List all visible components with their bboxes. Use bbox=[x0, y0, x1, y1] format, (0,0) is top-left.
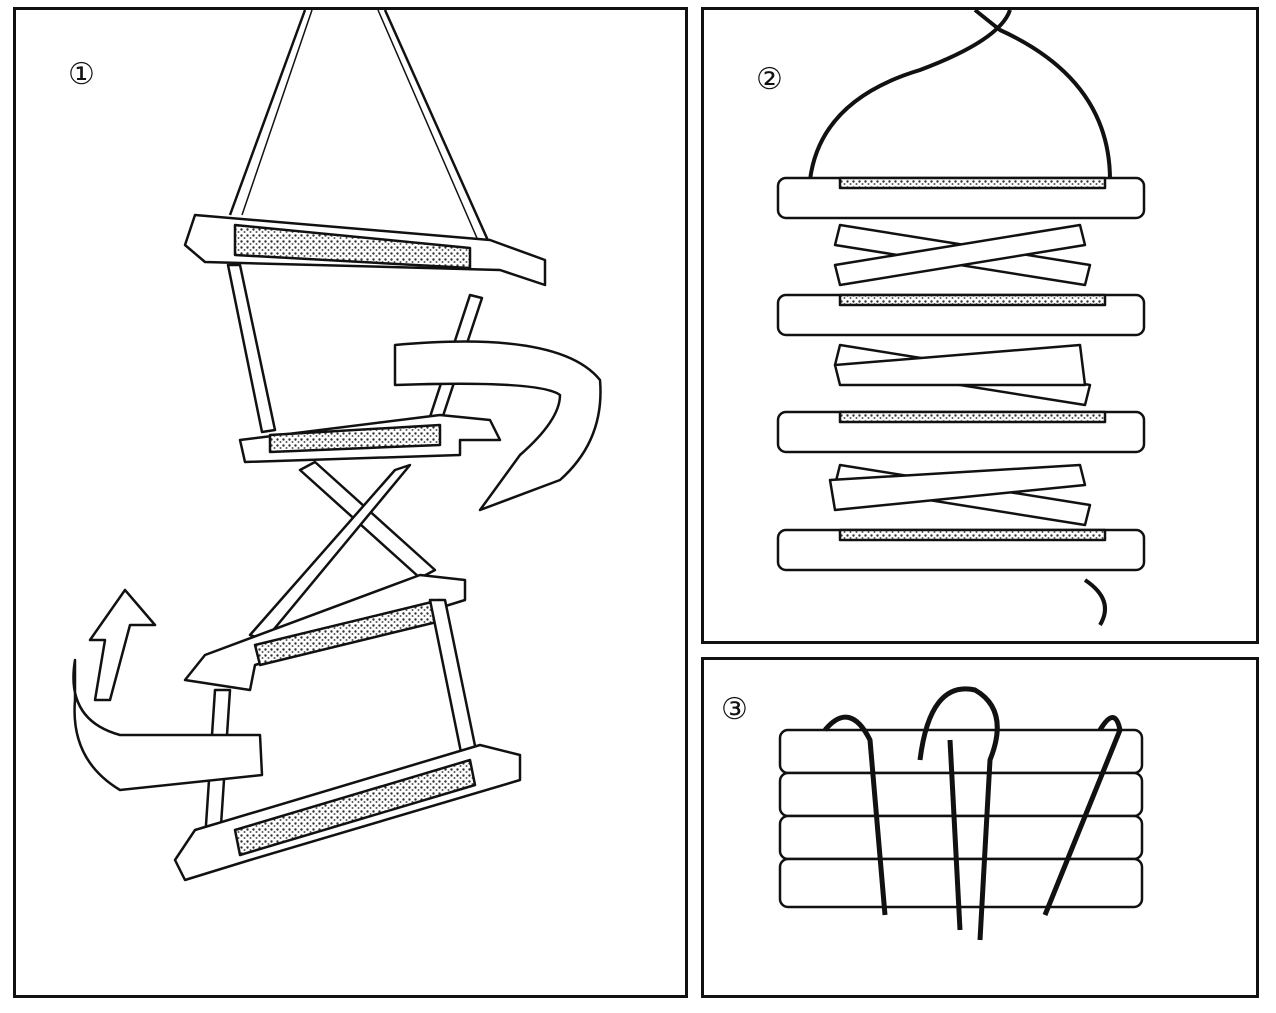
stacked-ladder-tied bbox=[778, 686, 1144, 941]
folded-ladder-side bbox=[776, 8, 1146, 627]
step-number-3: ③ bbox=[721, 692, 748, 727]
unfolded-ladder bbox=[72, 9, 602, 882]
step-number-2: ② bbox=[756, 62, 783, 97]
step-number-1: ① bbox=[68, 57, 95, 92]
